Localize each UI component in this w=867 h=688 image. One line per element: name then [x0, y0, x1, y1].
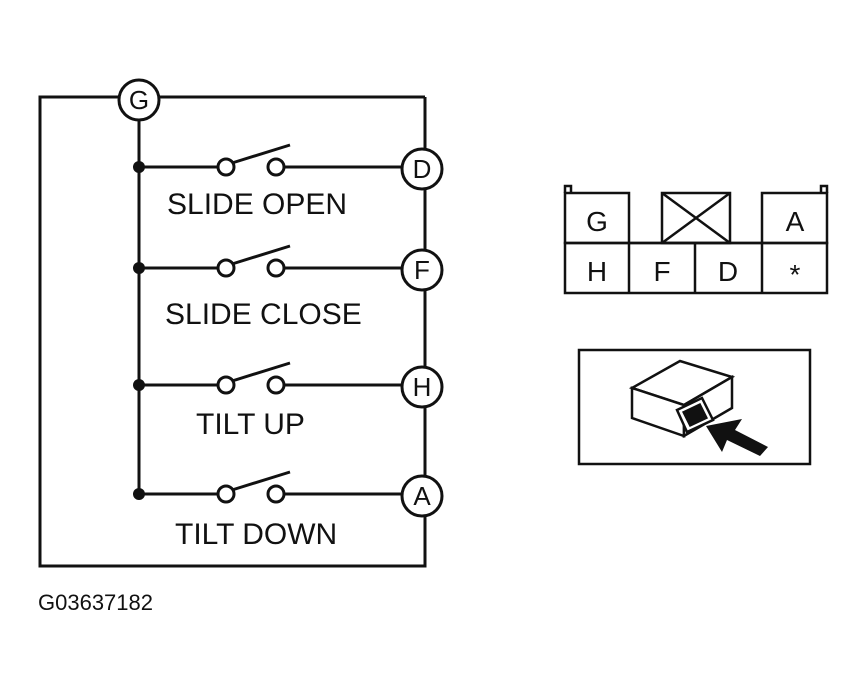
- svg-text:D: D: [413, 154, 432, 184]
- switch-row-slide-close: F SLIDE CLOSE: [133, 244, 444, 331]
- svg-text:F: F: [414, 255, 430, 285]
- connector-label-g: G: [586, 206, 608, 237]
- switch-row-tilt-down: A TILT DOWN: [133, 470, 444, 551]
- terminal-h: [400, 365, 444, 409]
- switch-row-slide-open: D SLIDE OPEN: [133, 143, 444, 221]
- terminal-d: [400, 147, 444, 191]
- switch-label-tilt-up: TILT UP: [196, 408, 305, 441]
- circuit-frame: [38, 95, 427, 568]
- connector-label-f: F: [653, 256, 670, 287]
- terminal-g: G: [117, 78, 161, 122]
- arrow-icon: [706, 419, 768, 456]
- connector-face: [563, 184, 829, 295]
- connector-label-a: A: [786, 206, 805, 237]
- terminal-f: [400, 248, 444, 292]
- connector-label-star: *: [790, 259, 801, 290]
- figure-code: G03637182: [38, 590, 153, 615]
- component-illustration: [577, 348, 812, 466]
- terminal-a: [400, 474, 444, 518]
- svg-text:A: A: [413, 481, 431, 511]
- switch-label-slide-open: SLIDE OPEN: [167, 188, 347, 221]
- switch-label-tilt-down: TILT DOWN: [175, 518, 337, 551]
- connector-label-h: H: [587, 256, 607, 287]
- svg-text:G: G: [129, 85, 149, 115]
- switch-row-tilt-up: H TILT UP: [133, 361, 444, 441]
- switch-label-slide-close: SLIDE CLOSE: [165, 298, 362, 331]
- svg-text:H: H: [413, 372, 432, 402]
- connector-label-d: D: [718, 256, 738, 287]
